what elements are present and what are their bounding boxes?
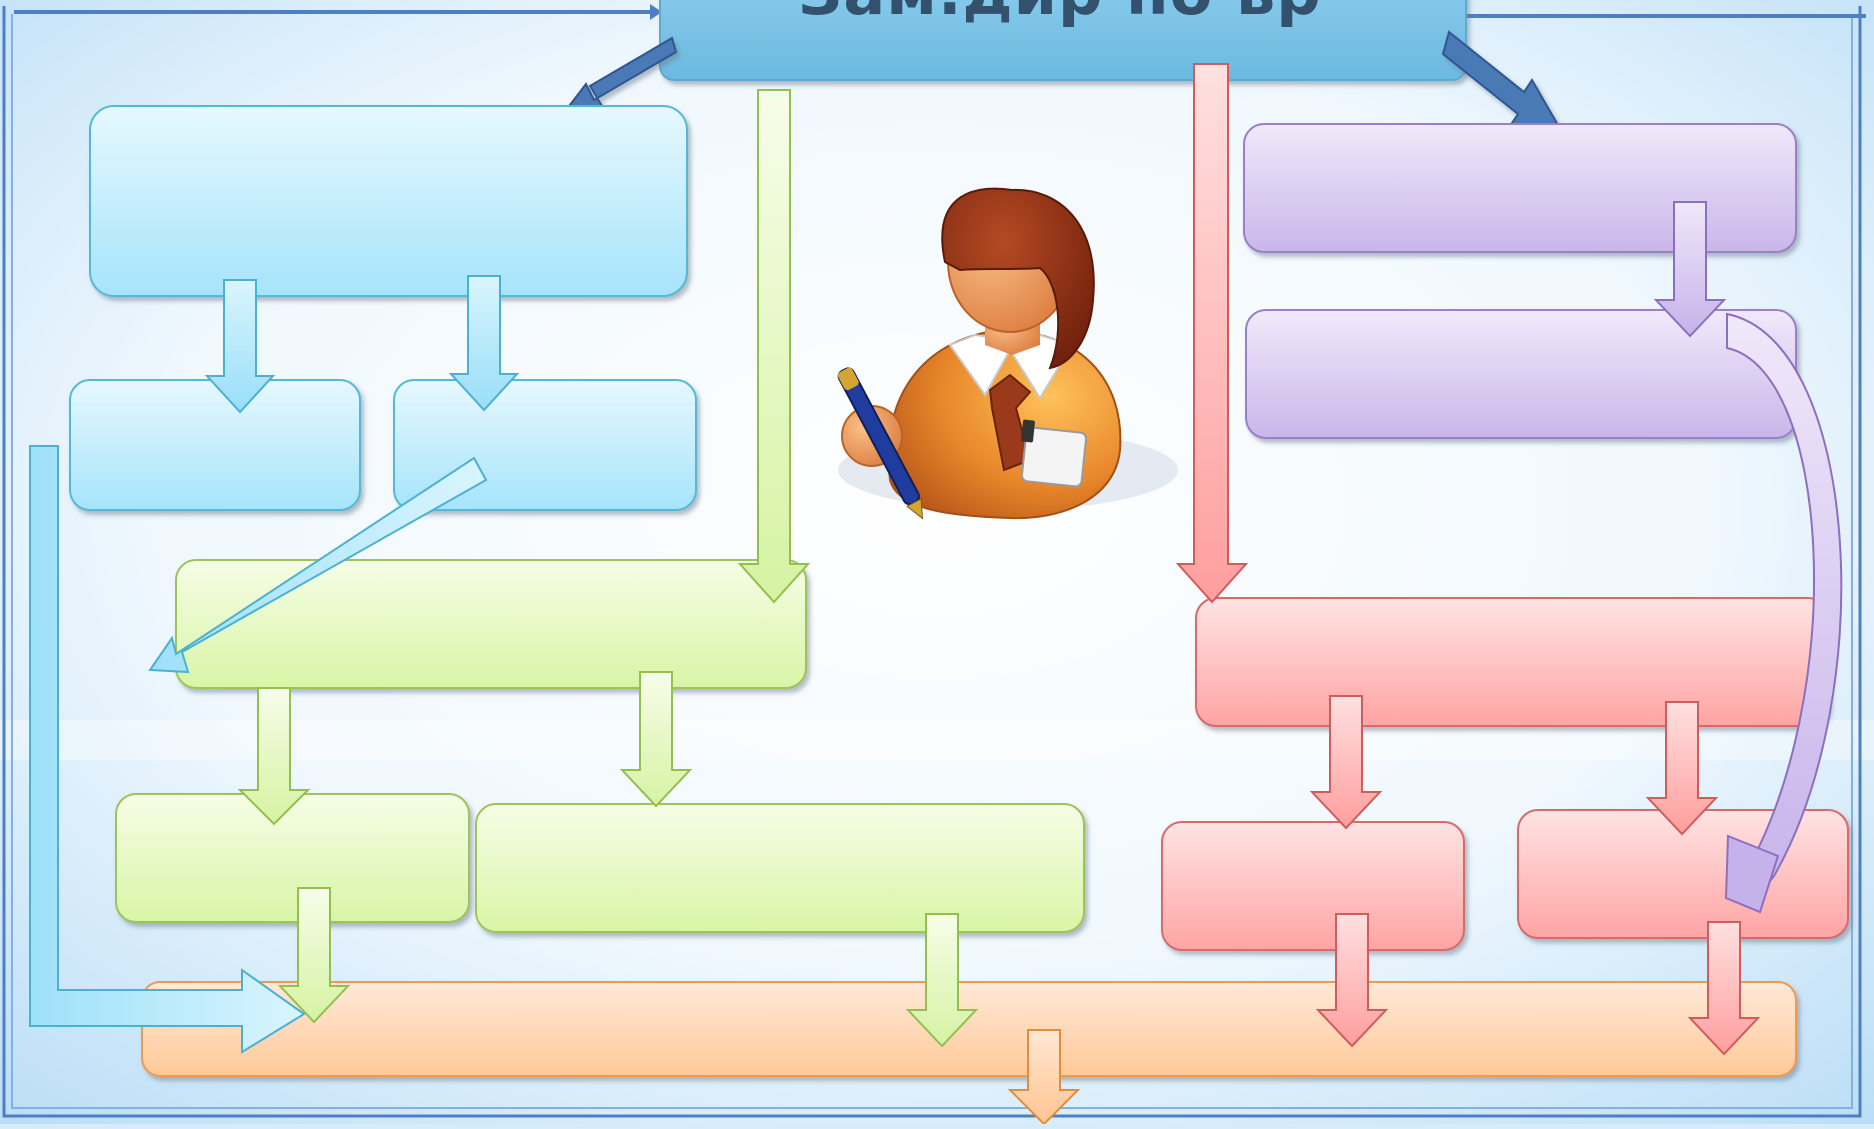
green-arrow-long xyxy=(737,89,811,604)
frame-arrow-right xyxy=(650,4,662,20)
orange-bar xyxy=(141,981,1797,1077)
frame-border xyxy=(2,6,1866,1118)
blue-box-left xyxy=(69,379,361,511)
red-arrow-down-2 xyxy=(1645,701,1719,836)
red-arrow-down-1 xyxy=(1309,695,1383,830)
orange-arrow-down xyxy=(1007,1029,1081,1126)
green-arrow-down-3 xyxy=(277,887,351,1024)
blue-arrow-diagonal xyxy=(148,456,488,674)
purple-arrow-down xyxy=(1653,201,1727,338)
purple-box-bottom xyxy=(1245,309,1797,439)
dark-arrow-left xyxy=(557,36,678,120)
red-box-left xyxy=(1161,821,1465,951)
green-box-top xyxy=(175,559,807,689)
teacher-writing-icon xyxy=(837,187,1178,520)
blue-arrow-down-2 xyxy=(448,275,520,412)
purple-arrow-curved-head xyxy=(1724,834,1780,914)
red-box-top xyxy=(1195,597,1829,727)
green-arrow-down-1 xyxy=(237,687,311,826)
title-box xyxy=(659,0,1467,81)
green-box-right xyxy=(475,803,1085,933)
page-title: Зам.дир по вр xyxy=(660,0,1460,28)
green-arrow-down-2 xyxy=(619,671,693,808)
red-arrow-long xyxy=(1175,63,1249,604)
green-box-left xyxy=(115,793,470,923)
red-arrow-down-3 xyxy=(1315,913,1389,1048)
blue-arrow-down-1 xyxy=(204,279,276,414)
red-arrow-down-4 xyxy=(1687,921,1761,1056)
blue-box-top xyxy=(89,105,688,297)
blue-arrow-elbow xyxy=(29,445,306,1054)
purple-box-top xyxy=(1243,123,1797,253)
green-arrow-down-4 xyxy=(905,913,979,1048)
